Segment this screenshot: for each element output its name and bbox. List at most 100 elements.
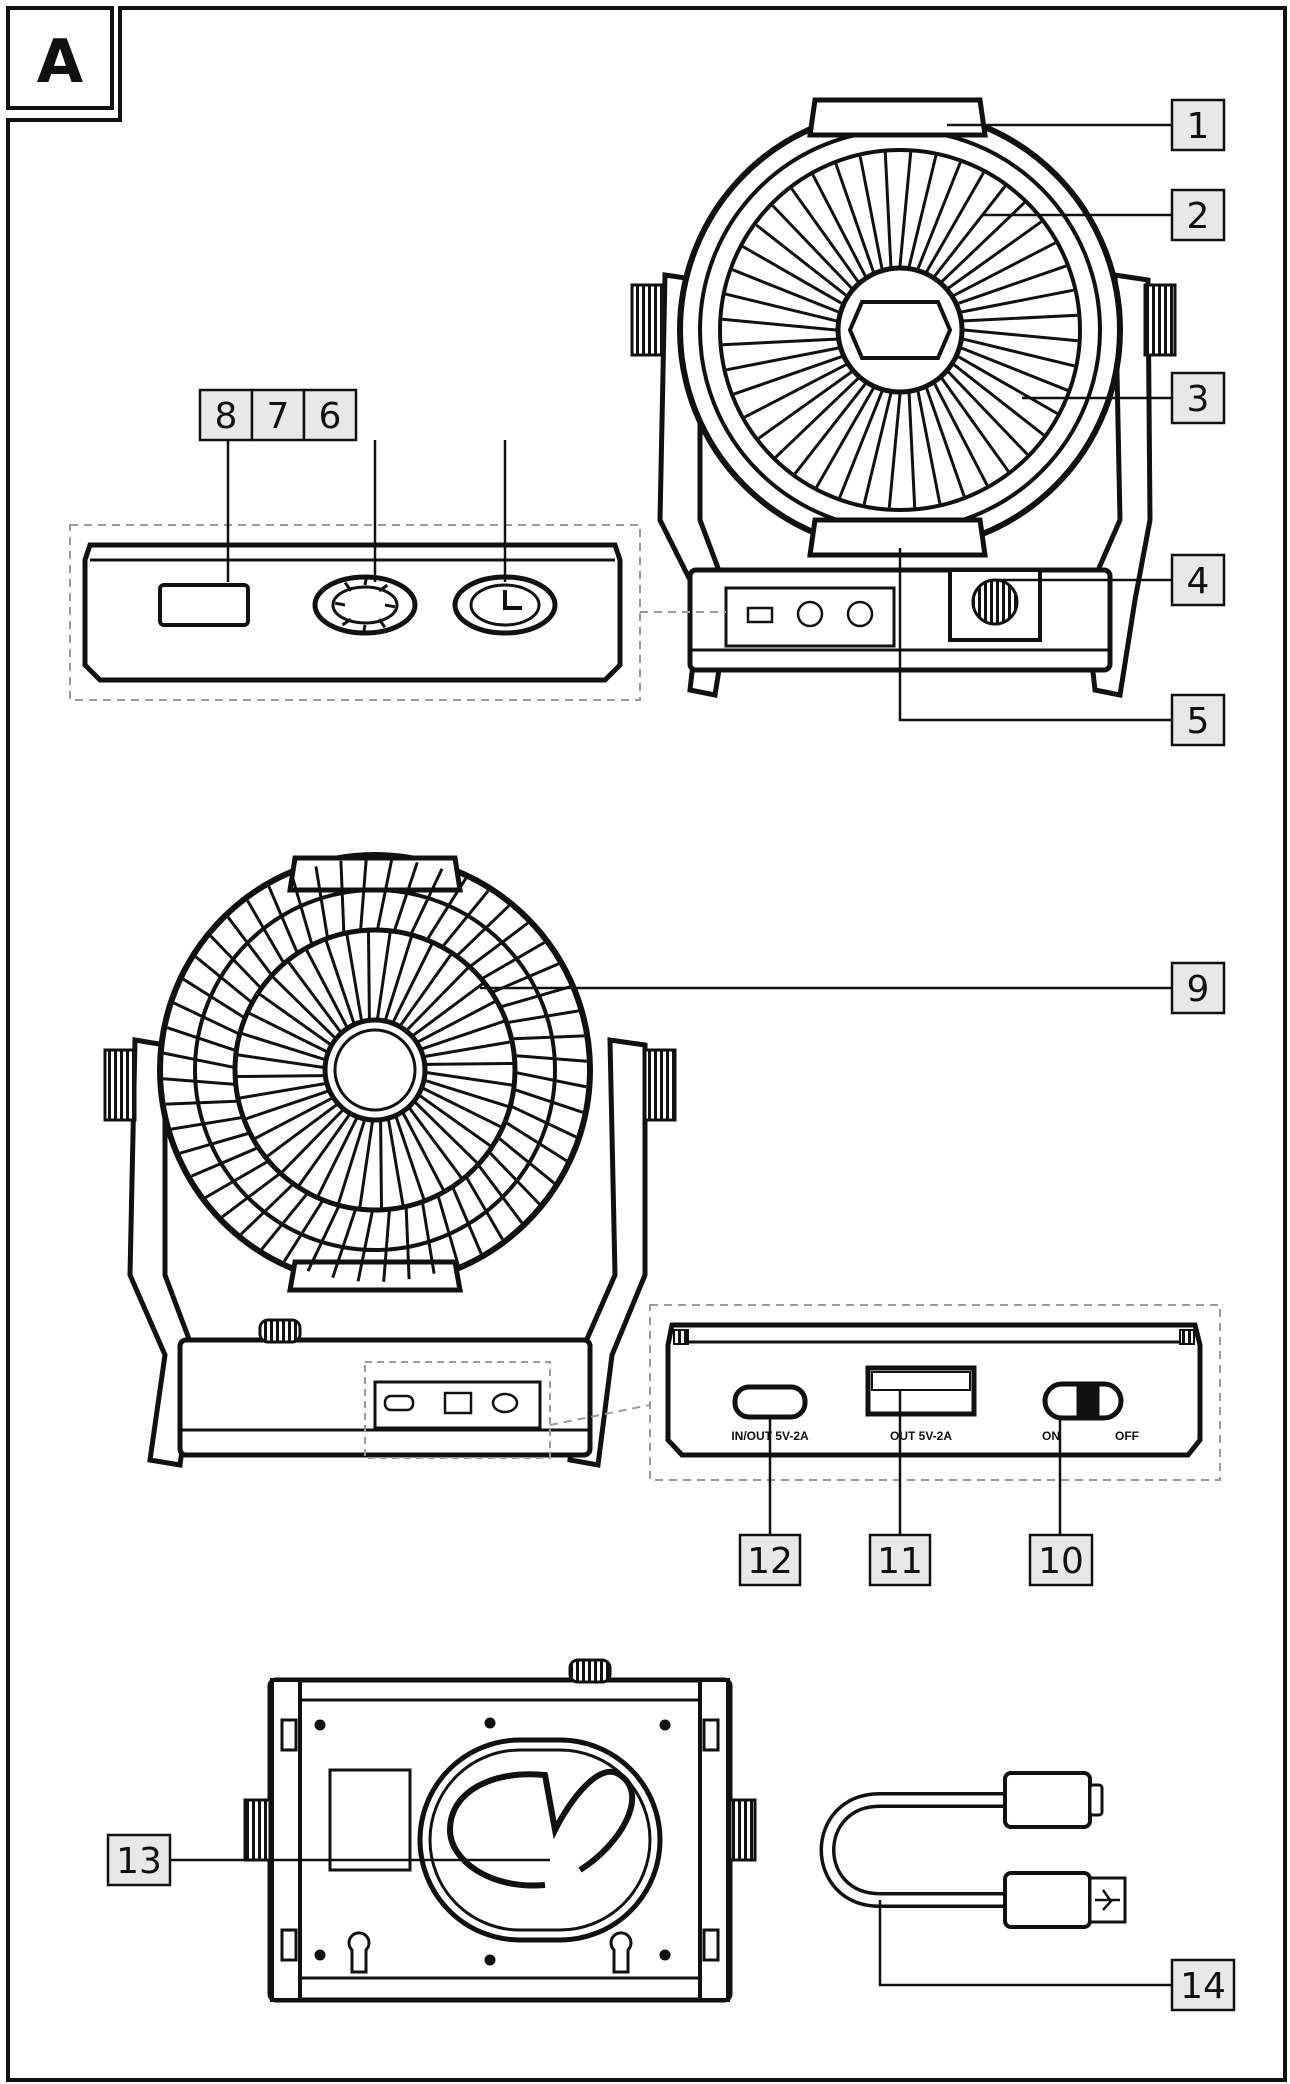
grille-spoke (171, 1116, 242, 1131)
grille-spoke (508, 1009, 579, 1024)
grille-spoke (437, 1196, 460, 1266)
grille-spoke (478, 1165, 524, 1224)
callout-13: 13 (106, 1833, 172, 1887)
svg-text:6: 6 (319, 396, 342, 437)
grille-spoke (239, 1082, 326, 1100)
grille-spoke (422, 1087, 502, 1129)
svg-text:8: 8 (215, 396, 238, 437)
grille-spoke (953, 241, 1056, 297)
callout-6: 6 (302, 388, 358, 442)
diagram-frame (6, 6, 1287, 2082)
grille-spoke (339, 860, 346, 932)
grille-spoke (287, 961, 342, 1033)
grille-spoke (811, 174, 867, 277)
callouts: 1 2 3 4 5 8 7 6 9 12 11 10 13 14 (106, 98, 1236, 2012)
grille-spoke (838, 390, 884, 499)
grille-spoke (426, 1071, 513, 1087)
grille-spoke (337, 1120, 366, 1204)
grille-spoke (378, 583, 389, 593)
rear-grille-spokes (237, 932, 513, 1208)
section-tab (6, 6, 114, 110)
fan-underside-view (243, 1658, 757, 2003)
grille-spoke (254, 1097, 333, 1140)
grille-spoke (324, 940, 356, 1023)
grille-spoke (314, 866, 329, 937)
grille-spoke (489, 1151, 541, 1206)
grille-spoke (731, 268, 840, 314)
underside-label-plate (328, 1768, 412, 1872)
callout-5: 5 (1170, 693, 1226, 747)
rear-panel-small-frame (364, 1361, 551, 1459)
grille-spoke (505, 1121, 568, 1163)
grille-spoke (334, 601, 346, 607)
grille-spoke (392, 943, 434, 1023)
grille-spoke (358, 1121, 374, 1208)
grille-spoke (465, 1177, 504, 1241)
grille-spoke (862, 392, 893, 505)
power-switch (1042, 1381, 1124, 1421)
grille-spoke (404, 1208, 411, 1280)
grille-spoke (359, 858, 368, 929)
grille-spoke (733, 355, 843, 396)
svg-text:1: 1 (1187, 106, 1210, 147)
keyhole-right (609, 1931, 633, 1974)
grille-spoke (412, 982, 484, 1037)
fan-rear-view (103, 852, 677, 1468)
usb-c-plug (1003, 1771, 1092, 1829)
grille-spoke (426, 877, 468, 940)
grille-spoke (226, 916, 272, 975)
grille-spoke (722, 317, 837, 332)
grille-spoke (163, 1077, 234, 1086)
grille-spoke (361, 624, 367, 636)
grille-spoke (916, 161, 962, 270)
grille-spoke (341, 617, 352, 627)
grille-spoke (940, 377, 1010, 473)
grille-spoke (516, 1054, 587, 1063)
grille-spoke (907, 393, 917, 508)
port-panel-detail (665, 1322, 1203, 1458)
grille-spoke (952, 363, 1045, 437)
grille-spoke (237, 1074, 324, 1078)
callout-8: 8 (198, 388, 254, 442)
svg-text:7: 7 (267, 396, 290, 437)
grille-spoke (394, 1117, 426, 1200)
grille-spoke (209, 934, 261, 989)
grille-spoke (258, 992, 331, 1046)
grille-spoke (376, 858, 394, 929)
grille-spoke (957, 264, 1067, 305)
grille-spoke (421, 1203, 436, 1274)
grille-spoke (408, 1107, 463, 1179)
port-detail-connector (549, 1404, 651, 1426)
grille-spoke (925, 172, 985, 273)
grille-spoke (356, 1211, 374, 1282)
svg-text:5: 5 (1187, 701, 1210, 742)
callout-12: 12 (738, 1533, 802, 1587)
grille-spoke (511, 1105, 577, 1139)
svg-text:11: 11 (877, 1541, 923, 1582)
grille-spoke (916, 391, 942, 504)
control-panel-detail (82, 542, 623, 683)
svg-text:4: 4 (1187, 561, 1210, 602)
grille-spoke (424, 1040, 511, 1058)
grille-spoke (267, 885, 299, 953)
usb-cable (819, 1771, 1127, 1929)
grille-spoke (498, 1137, 556, 1185)
light-button-sun-icon (334, 574, 396, 636)
callout-1: 1 (1170, 98, 1226, 152)
grille-spoke (963, 328, 1078, 343)
callout-10: 10 (1028, 1533, 1094, 1587)
usb-a-port (865, 1365, 977, 1417)
grille-spoke (166, 1026, 235, 1052)
grille-spoke (387, 1119, 405, 1206)
control-panel-detail-frame (69, 524, 641, 701)
grille-spoke (345, 934, 363, 1021)
grille-spoke (834, 163, 875, 273)
grille-spoke (382, 1211, 391, 1282)
svg-text:2: 2 (1187, 196, 1210, 237)
grille-spoke (482, 941, 546, 980)
usb-a-plug (1003, 1871, 1092, 1929)
grille-spoke (426, 1062, 513, 1066)
grille-spoke (306, 1206, 340, 1272)
callout-11: 11 (868, 1533, 932, 1587)
